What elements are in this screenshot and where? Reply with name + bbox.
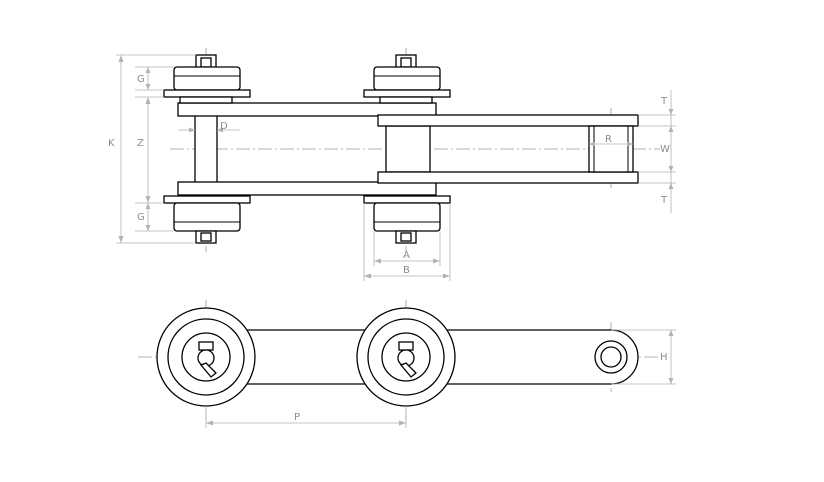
roller-body (173, 202, 241, 232)
label-W: W (660, 144, 670, 155)
label-G-bottom: G (137, 212, 145, 223)
dimension-R: R (589, 134, 633, 147)
inner-plate-bottom (377, 171, 639, 184)
dimension-B: B (363, 203, 451, 281)
cotter (199, 362, 217, 378)
label-D: D (220, 121, 228, 132)
outer-plate-top (177, 102, 437, 117)
dimension-W: W (660, 126, 674, 172)
label-B: B (403, 265, 410, 276)
dimension-T-top: T (638, 90, 676, 127)
flange (163, 195, 251, 204)
side-view: H P (138, 300, 676, 428)
pin-slot (400, 57, 412, 68)
dimension-K: K (108, 54, 196, 244)
end-roller (588, 125, 634, 173)
roller-side-right (356, 307, 456, 407)
label-H: H (660, 352, 668, 363)
hub (179, 96, 233, 104)
pin-slot (400, 232, 412, 242)
hub (379, 96, 433, 104)
pin-slot (200, 57, 212, 68)
flanged-roller-bottom-right (363, 195, 451, 244)
flange (163, 89, 251, 98)
roller-body (173, 66, 241, 91)
flanged-roller-top-right (363, 54, 451, 104)
roller-body (373, 202, 441, 232)
flanged-roller-top-left (163, 54, 251, 104)
end-pin-side (594, 340, 628, 374)
inner-plate-top (377, 114, 639, 127)
dimension-G-top: G (135, 66, 174, 91)
pin-slot (198, 341, 214, 351)
dimension-P: P (205, 406, 407, 428)
label-R: R (605, 134, 612, 145)
label-G-top: G (137, 74, 145, 85)
flange (363, 195, 451, 204)
flange (363, 89, 451, 98)
inner-pin-left (194, 107, 218, 191)
dimension-T-bottom: T (638, 171, 676, 213)
pin-slot (200, 232, 212, 242)
dimension-D: D (178, 121, 240, 133)
dimension-H: H (611, 329, 676, 385)
label-Z: Z (137, 138, 144, 149)
label-T-bottom: T (660, 195, 668, 206)
label-T-top: T (660, 96, 668, 107)
label-A: A (403, 250, 410, 261)
outer-plate-bottom (177, 181, 437, 196)
dimension-G-bottom: G (135, 203, 174, 232)
label-P: P (294, 412, 300, 423)
roller-side-left (156, 307, 256, 407)
label-K: K (108, 138, 115, 149)
pin-slot (398, 341, 414, 351)
bushing-center (385, 125, 431, 173)
dimension-A: A (373, 231, 441, 266)
cotter (399, 362, 417, 378)
flanged-roller-bottom-left (163, 195, 251, 244)
top-view: K G Z G D (108, 48, 676, 281)
roller-body (373, 66, 441, 91)
dimension-Z: Z (135, 96, 164, 204)
